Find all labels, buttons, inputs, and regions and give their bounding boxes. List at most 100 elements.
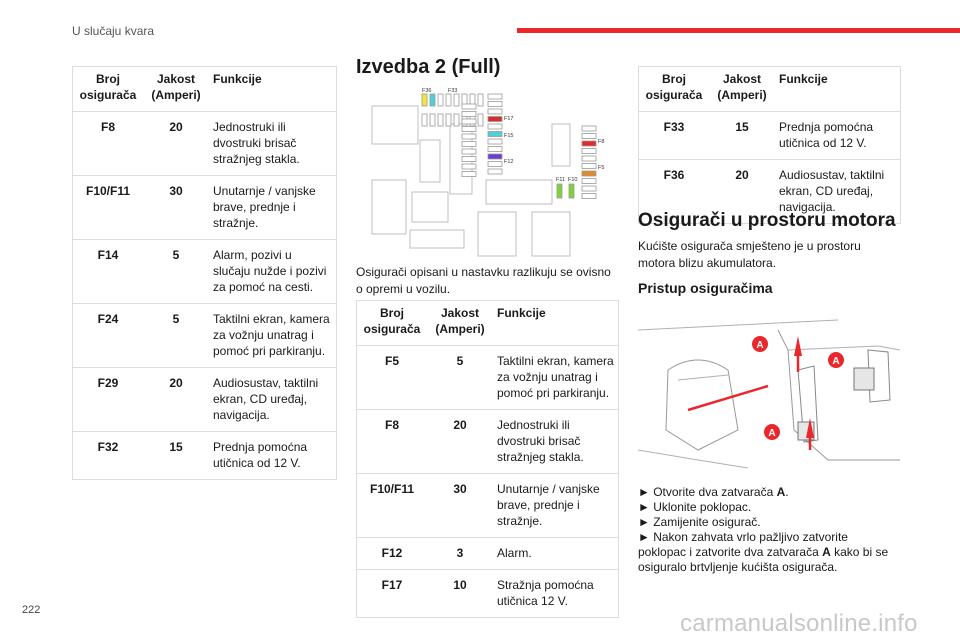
header-accent-bar: [517, 28, 960, 33]
header-function: Funkcije: [209, 66, 337, 112]
step-text: kako bi se: [830, 545, 889, 559]
fuse-f10: [568, 183, 575, 199]
function-cell: Unutarnje / vanjske brave, prednje i str…: [493, 473, 619, 538]
fuse-table-right: Broj osigurača Jakost (Amperi) Funkcije …: [638, 66, 901, 224]
step-marker-ref: A: [822, 545, 831, 559]
diagram-block: [371, 179, 407, 235]
fuse-number-cell: F24: [72, 303, 143, 368]
fuse-slot: [437, 113, 444, 127]
procedure-steps: ► Otvorite dva zatvarača A.► Uklonite po…: [638, 485, 888, 575]
function-cell: Alarm, pozivi u slučaju nužde i pozivi z…: [209, 239, 337, 304]
amperage-cell: 15: [709, 111, 775, 160]
fuse-number-cell: F36: [638, 159, 709, 224]
fuse-slot: [581, 155, 597, 162]
fuse-number-cell: F10/F11: [356, 473, 427, 538]
marker-a-bottom: A: [764, 424, 780, 440]
amperage-cell: 20: [709, 159, 775, 224]
fuse-f17: [487, 116, 503, 122]
fuse-slot: [461, 171, 477, 177]
function-cell: Audiosustav, taktilni ekran, CD uređaj, …: [209, 367, 337, 432]
up-arrow-icon: [806, 418, 814, 438]
procedure-step: ► Nakon zahvata vrlo pažljivo zatvorite: [638, 530, 888, 545]
label-f36: F36: [422, 88, 431, 94]
fuse-slot: [461, 141, 477, 147]
fuse-f15: [487, 131, 503, 137]
step-marker-ref: A: [776, 485, 786, 499]
section-title-version-2: Izvedba 2 (Full): [356, 56, 501, 78]
fuse-number-cell: F8: [356, 409, 427, 474]
svg-text:A: A: [832, 356, 839, 367]
fuse-slot: [461, 156, 477, 162]
fuse-slot: [437, 93, 444, 107]
up-arrow-icon: [794, 336, 802, 356]
variation-note: Osigurači opisani u nastavku razlikuju s…: [356, 265, 611, 296]
engine-fusebox-illustration: A A A: [638, 319, 900, 469]
amperage-cell: 10: [427, 569, 493, 618]
fuse-slot: [487, 161, 503, 167]
amperage-cell: 5: [143, 239, 209, 304]
header-function: Funkcije: [775, 66, 901, 112]
fuse-slot: [421, 113, 428, 127]
fuse-slot: [453, 113, 460, 127]
step-text: ► Uklonite poklopac.: [638, 500, 752, 514]
fuse-slot: [477, 113, 484, 127]
table-header-row: Broj osigurača Jakost (Amperi) Funkcije: [638, 66, 901, 112]
fuse-slot: [429, 113, 436, 127]
fuse-f8: [581, 140, 597, 147]
diagram-block: [531, 211, 571, 257]
fuse-slot: [487, 93, 503, 100]
diagram-block: [419, 139, 441, 183]
page-number: 222: [22, 604, 41, 616]
label-f12: F12: [504, 159, 513, 165]
fuse-table-left: Broj osigurača Jakost (Amperi) Funkcije …: [72, 66, 337, 480]
function-cell: Stražnja pomoćna utičnica 12 V.: [493, 569, 619, 618]
marker-a-right: A: [828, 352, 844, 368]
header-fuse-number: Broj osigurača: [72, 66, 143, 112]
fuse-slot: [445, 113, 452, 127]
amperage-cell: 5: [143, 303, 209, 368]
fuse-number-cell: F8: [72, 111, 143, 176]
fuse-slot: [487, 168, 503, 175]
header-function: Funkcije: [493, 300, 619, 346]
amperage-cell: 3: [427, 537, 493, 570]
fuse-number-cell: F14: [72, 239, 143, 304]
amperage-cell: 30: [427, 473, 493, 538]
diagram-block: [411, 191, 449, 223]
fuse-slot: [487, 123, 503, 130]
fuse-slot: [445, 93, 452, 107]
fuse-slot: [461, 163, 477, 170]
table-header-row: Broj osigurača Jakost (Amperi) Funkcije: [72, 66, 337, 112]
fuse-f5: [581, 170, 597, 177]
fuse-f12: [487, 153, 503, 160]
step-text: osiguralo brtvljenje kućišta osigurača.: [638, 560, 838, 574]
amperage-cell: 15: [143, 431, 209, 480]
fuse-number-cell: F5: [356, 345, 427, 410]
label-f10: F10: [568, 177, 577, 183]
fuse-slot: [581, 148, 597, 154]
function-cell: Jednostruki ili dvostruki brisač stražnj…: [493, 409, 619, 474]
amperage-cell: 20: [143, 111, 209, 176]
label-f5: F5: [598, 165, 604, 171]
fuse-slot: [461, 118, 477, 125]
label-f8: F8: [598, 139, 604, 145]
fuse-slot: [461, 126, 477, 132]
fuse-slot: [487, 138, 503, 145]
label-f11: F11: [556, 177, 565, 183]
diagram-block: [551, 123, 571, 167]
fuse-f11: [556, 183, 563, 199]
svg-text:A: A: [756, 340, 763, 351]
procedure-step: osiguralo brtvljenje kućišta osigurača.: [638, 560, 888, 575]
fuse-slot: [581, 163, 597, 169]
fuse-number-cell: F33: [638, 111, 709, 160]
step-text: ► Zamijenite osigurač.: [638, 515, 761, 529]
fuse-slot: [453, 93, 460, 107]
function-cell: Audiosustav, taktilni ekran, CD uređaj, …: [775, 159, 901, 224]
running-header: U slučaju kvara: [72, 24, 155, 38]
